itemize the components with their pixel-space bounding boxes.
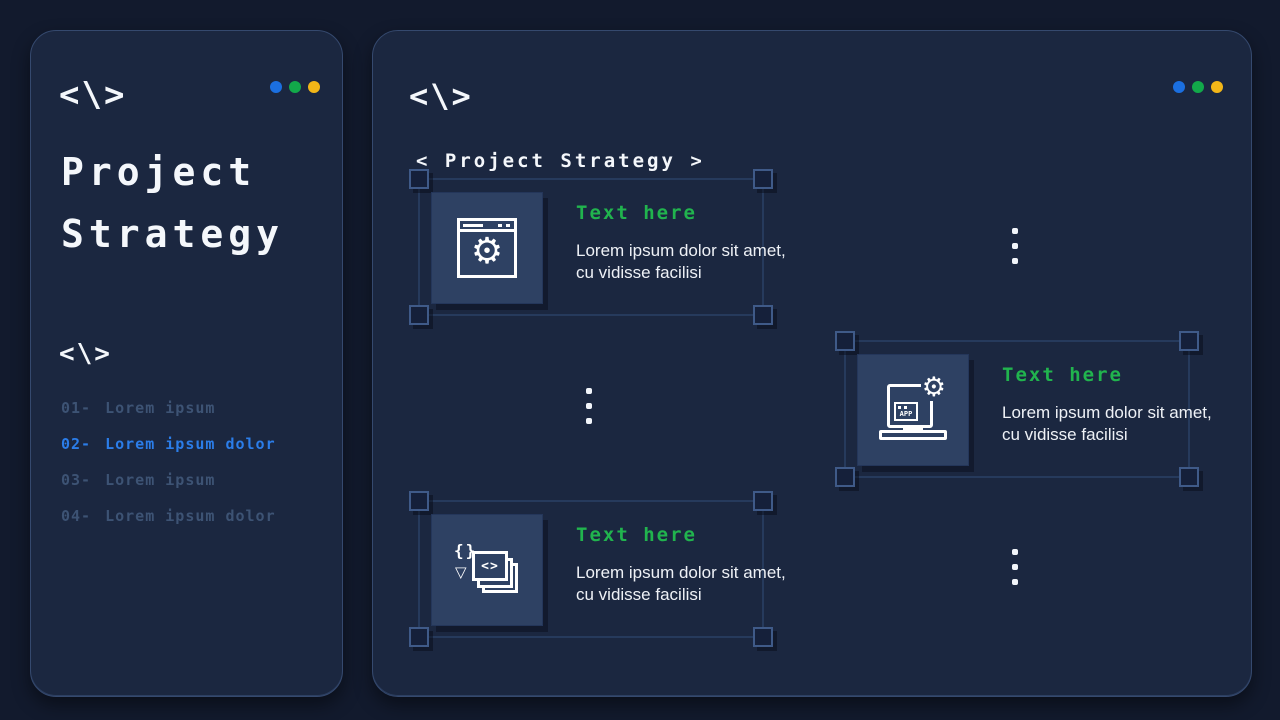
card-title: Text here: [576, 524, 697, 546]
card-icon-tile: ⚙: [431, 192, 543, 304]
item-label: Lorem ipsum: [105, 471, 216, 489]
strategy-card-1[interactable]: ⚙ Text here Lorem ipsum dolor sit amet, …: [409, 169, 786, 325]
main-content-panel: <\> < Project Strategy > ⚙ Text here Lor…: [372, 30, 1252, 697]
code-logo-icon: <\>: [409, 77, 473, 115]
window-dot-green[interactable]: [289, 81, 301, 93]
strategy-card-2[interactable]: APP ⚙ Text here Lorem ipsum dolor sit am…: [835, 331, 1212, 487]
window-dot-blue[interactable]: [270, 81, 282, 93]
selection-handle[interactable]: [1179, 331, 1199, 351]
item-number: 04-: [61, 507, 92, 525]
window-dot-green[interactable]: [1192, 81, 1204, 93]
selection-handle[interactable]: [835, 331, 855, 351]
card-body: Lorem ipsum dolor sit amet, cu vidisse f…: [576, 563, 786, 604]
selection-handle[interactable]: [409, 169, 429, 189]
app-label: APP: [899, 410, 913, 418]
item-label: Lorem ipsum dolor: [105, 507, 276, 525]
sidebar-item-04[interactable]: 04- Lorem ipsum dolor: [61, 507, 331, 525]
gear-icon: ⚙: [920, 372, 947, 403]
selection-handle[interactable]: [409, 627, 429, 647]
browser-gear-icon: ⚙: [457, 218, 517, 278]
card-title: Text here: [576, 202, 697, 224]
code-brackets-icon: <>: [472, 551, 508, 581]
window-dot-yellow[interactable]: [308, 81, 320, 93]
item-label: Lorem ipsum dolor: [105, 435, 276, 453]
code-documents-pen-icon: {} ▽ <>: [454, 541, 520, 599]
item-number: 01-: [61, 399, 92, 417]
code-logo-icon: <\>: [59, 75, 127, 115]
window-control-dots: [1173, 81, 1223, 93]
sidebar-panel: <\> Project Strategy <\> 01- Lorem ipsum…: [30, 30, 343, 697]
laptop-app-gear-icon: APP ⚙: [879, 374, 947, 440]
selection-handle[interactable]: [409, 305, 429, 325]
card-body: Lorem ipsum dolor sit amet, cu vidisse f…: [576, 241, 786, 282]
window-control-dots: [270, 81, 320, 93]
selection-handle[interactable]: [753, 627, 773, 647]
gear-icon: ⚙: [470, 231, 504, 272]
sidebar-item-02[interactable]: 02- Lorem ipsum dolor: [61, 435, 331, 453]
card-icon-tile: {} ▽ <>: [431, 514, 543, 626]
card-icon-tile: APP ⚙: [857, 354, 969, 466]
strategy-card-3[interactable]: {} ▽ <> Text here Lorem ipsum dolor sit …: [409, 491, 786, 647]
page-title: < Project Strategy >: [416, 150, 705, 172]
pen-nib-icon: ▽: [455, 563, 467, 581]
sidebar-item-03[interactable]: 03- Lorem ipsum: [61, 471, 331, 489]
braces-icon: {}: [454, 541, 478, 560]
selection-handle[interactable]: [1179, 467, 1199, 487]
code-section-icon: <\>: [59, 339, 112, 369]
vertical-ellipsis-icon: [1012, 228, 1018, 264]
selection-handle[interactable]: [835, 467, 855, 487]
vertical-ellipsis-icon: [586, 388, 592, 424]
card-title: Text here: [1002, 364, 1123, 386]
item-number: 03-: [61, 471, 92, 489]
agenda-list: 01- Lorem ipsum 02- Lorem ipsum dolor 03…: [61, 399, 331, 543]
card-body: Lorem ipsum dolor sit amet, cu vidisse f…: [1002, 403, 1212, 444]
selection-handle[interactable]: [753, 491, 773, 511]
item-number: 02-: [61, 435, 92, 453]
selection-handle[interactable]: [409, 491, 429, 511]
slide-title: Project Strategy: [61, 150, 285, 256]
selection-handle[interactable]: [753, 169, 773, 189]
item-label: Lorem ipsum: [105, 399, 216, 417]
window-dot-yellow[interactable]: [1211, 81, 1223, 93]
window-dot-blue[interactable]: [1173, 81, 1185, 93]
sidebar-item-01[interactable]: 01- Lorem ipsum: [61, 399, 331, 417]
selection-handle[interactable]: [753, 305, 773, 325]
vertical-ellipsis-icon: [1012, 549, 1018, 585]
